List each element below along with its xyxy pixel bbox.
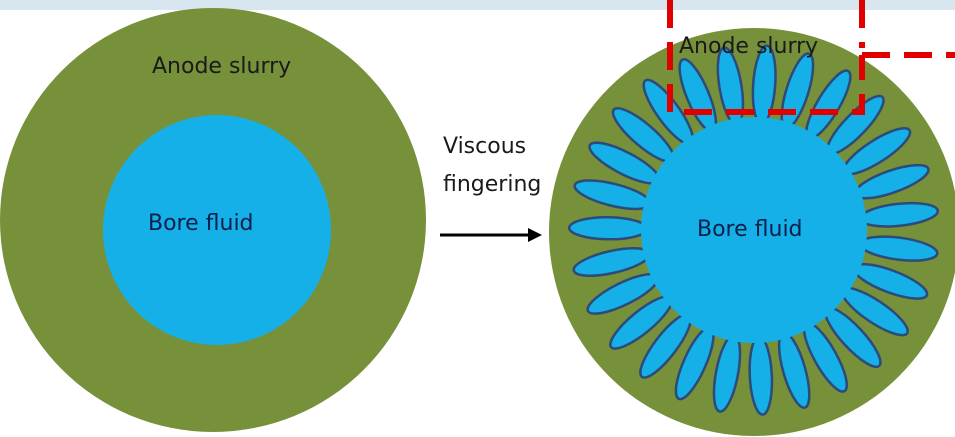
viscous-finger (569, 217, 647, 240)
right-anode-slurry-label: Anode slurry (679, 34, 818, 60)
left-bore-fluid-label: Bore fluid (148, 211, 254, 237)
transition-label-line1: Viscous (443, 134, 526, 160)
transition-label-line2: fingering (443, 172, 541, 198)
top-strip (0, 0, 955, 10)
arrow-right-icon (440, 228, 542, 242)
left-anode-slurry-label: Anode slurry (152, 54, 291, 80)
right-bore-fluid-label: Bore fluid (697, 217, 803, 243)
